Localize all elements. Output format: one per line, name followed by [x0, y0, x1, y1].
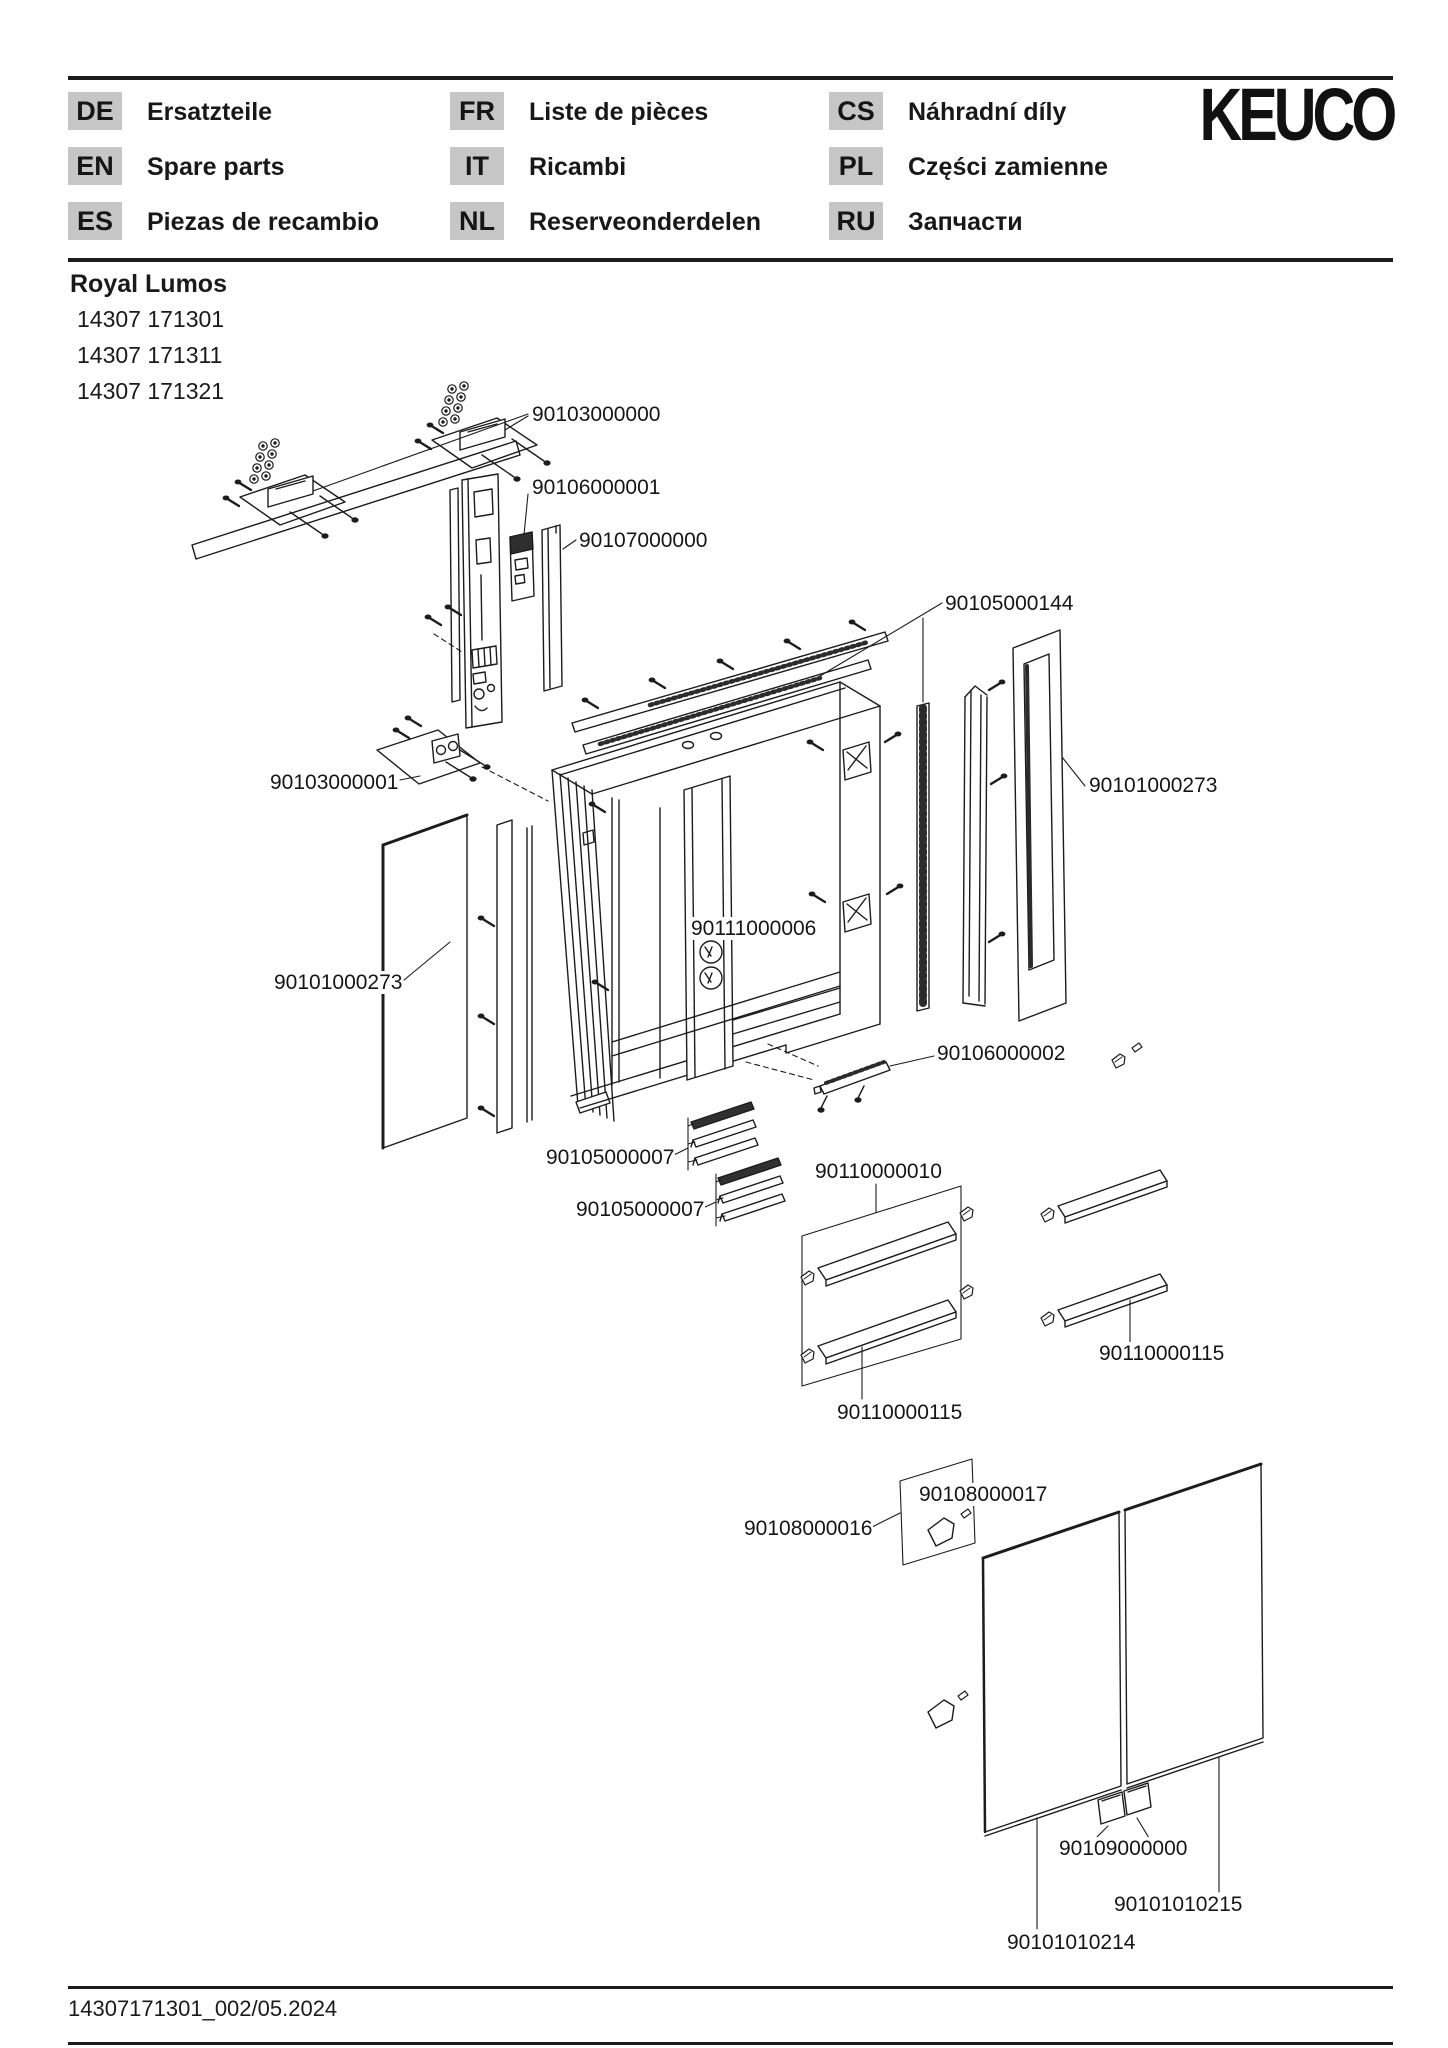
shelf-group-left [800, 1183, 974, 1400]
part-label-side-frame-left: 90101000273 [273, 971, 404, 994]
lang-label-es: Piezas de recambio [147, 208, 380, 236]
top-rails-drawing [571, 618, 889, 755]
lang-label-cs: Náhradní díly [908, 98, 1067, 126]
part-label-led-profile: 90105000144 [944, 592, 1075, 615]
keuco-logo: KEUCO [1199, 73, 1397, 156]
part-label-rail-profile-1: 90105000007 [545, 1146, 676, 1169]
part-label-shelf-center: 90110000115 [836, 1401, 964, 1424]
part-label-hinge-cover: 90109000000 [1058, 1837, 1189, 1860]
part-label-socket-unit: 90111000006 [690, 917, 818, 940]
lang-label-ru: Запчасти [908, 208, 1023, 236]
lang-badge-pl: PL [829, 147, 883, 185]
side-frame-right-part [1012, 629, 1086, 1022]
hinge-clip-parts [871, 1458, 976, 1729]
corner-profile-drawing [962, 678, 1009, 1007]
bottom-profile-part [745, 1043, 935, 1114]
shelf-rail-profiles [673, 1101, 786, 1227]
bottom-rule [68, 2042, 1393, 2045]
mirror-doors-drawing [981, 1462, 1264, 1930]
lang-badge-cs: CS [829, 92, 883, 130]
wall-bracket-assembly [191, 381, 552, 560]
part-label-shelf-right: 90110000115 [1098, 1342, 1226, 1365]
part-label-bottom-profile: 90106000002 [936, 1042, 1067, 1065]
lang-badge-fr: FR [450, 92, 504, 130]
header-bottom-rule [68, 258, 1393, 262]
lang-label-fr: Liste de pièces [529, 98, 709, 126]
fixing-bracket-part [376, 714, 549, 802]
part-label-door-left: 90101010214 [1006, 1931, 1137, 1954]
lang-badge-ru: RU [829, 202, 883, 240]
product-variant: 14307 171311 [77, 342, 223, 368]
part-label-hinge-clip-2: 90108000017 [918, 1483, 1049, 1506]
part-label-power-cover: 90107000000 [578, 529, 709, 552]
part-label-door-right: 90101010215 [1113, 1893, 1244, 1916]
part-label-hinge-clip-1: 90108000016 [743, 1517, 874, 1540]
part-label-bracket-set: 90103000000 [531, 403, 662, 426]
part-label-fixing-bracket: 90103000001 [269, 771, 400, 794]
cabinet-body-drawing [551, 681, 905, 1122]
top-rule [68, 76, 1393, 80]
lang-badge-de: DE [68, 92, 122, 130]
part-label-shelf-set: 90110000010 [814, 1160, 943, 1183]
part-label-rail-profile-2: 90105000007 [575, 1198, 706, 1221]
power-cover-part [541, 524, 577, 692]
part-label-side-frame-right: 90101000273 [1088, 774, 1219, 797]
document-reference: 14307171301_002/05.2024 [68, 1996, 338, 2021]
lang-badge-en: EN [68, 147, 122, 185]
power-column-drawing [423, 473, 503, 729]
lang-label-nl: Reserveonderdelen [529, 208, 762, 236]
product-variant: 14307 171301 [77, 306, 225, 332]
footer-rule [68, 1986, 1393, 1989]
lang-badge-it: IT [450, 147, 504, 185]
lang-label-it: Ricambi [529, 153, 627, 181]
lang-label-de: Ersatzteile [147, 98, 273, 126]
side-frame-left-part [381, 813, 533, 1150]
product-variant: 14307 171321 [77, 378, 225, 404]
lang-badge-es: ES [68, 202, 122, 240]
led-profile-part [819, 602, 943, 1012]
shelf-group-right [1040, 1042, 1168, 1343]
lang-label-pl: Części zamienne [908, 153, 1109, 181]
product-name: Royal Lumos [70, 270, 227, 298]
power-supply-part [509, 493, 535, 602]
part-label-power-supply: 90106000001 [531, 476, 662, 499]
lang-badge-nl: NL [450, 202, 504, 240]
lang-label-en: Spare parts [147, 153, 285, 181]
hinge-cover-parts [1095, 1782, 1152, 1839]
